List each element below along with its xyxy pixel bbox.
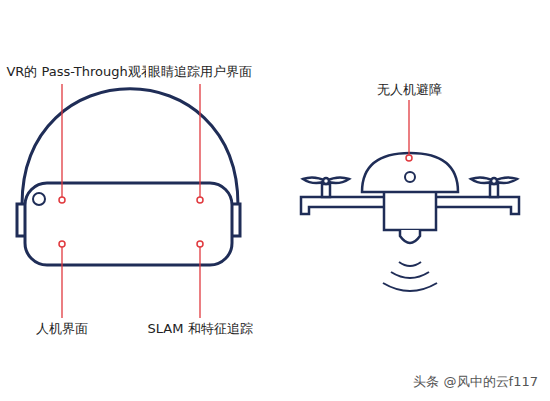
rotor-post bbox=[322, 184, 330, 197]
leader-line bbox=[199, 247, 200, 318]
wave bbox=[399, 262, 421, 266]
callout-label: 人机界面 bbox=[34, 321, 90, 338]
callout-dot bbox=[59, 197, 65, 203]
rotor-hub bbox=[323, 178, 329, 184]
callout-label: 眼睛追踪用户界面 bbox=[146, 64, 254, 81]
rotor bbox=[303, 177, 349, 183]
watermark: 头条 @风中的云f117 bbox=[411, 374, 540, 391]
leader-lines bbox=[62, 84, 409, 318]
leader-line bbox=[61, 84, 62, 197]
leader-line bbox=[408, 100, 409, 155]
sound-waves bbox=[383, 262, 437, 291]
rotor-post bbox=[490, 184, 498, 197]
callout-dot bbox=[406, 155, 412, 161]
callout-label: VR的 Pass-Through观看 bbox=[4, 64, 155, 81]
headset-sensor bbox=[33, 193, 45, 205]
callout-label: 无人机避障 bbox=[375, 82, 444, 99]
drone-body bbox=[384, 190, 436, 230]
wave bbox=[383, 283, 437, 291]
drone-sensor bbox=[405, 172, 415, 182]
rotor-hub bbox=[491, 178, 497, 184]
wave bbox=[391, 272, 429, 278]
drone bbox=[301, 153, 519, 243]
drone-camera bbox=[400, 230, 420, 243]
headset-body bbox=[25, 183, 232, 265]
leader-line bbox=[61, 247, 62, 318]
callout-dots bbox=[59, 155, 412, 247]
callout-dot bbox=[59, 241, 65, 247]
callout-dot bbox=[197, 241, 203, 247]
drone-dome bbox=[362, 153, 458, 192]
vr-headset bbox=[17, 89, 240, 265]
callout-dot bbox=[197, 197, 203, 203]
rotor bbox=[471, 177, 517, 183]
callout-label: SLAM 和特征追踪 bbox=[145, 321, 254, 338]
leader-line bbox=[199, 84, 200, 197]
